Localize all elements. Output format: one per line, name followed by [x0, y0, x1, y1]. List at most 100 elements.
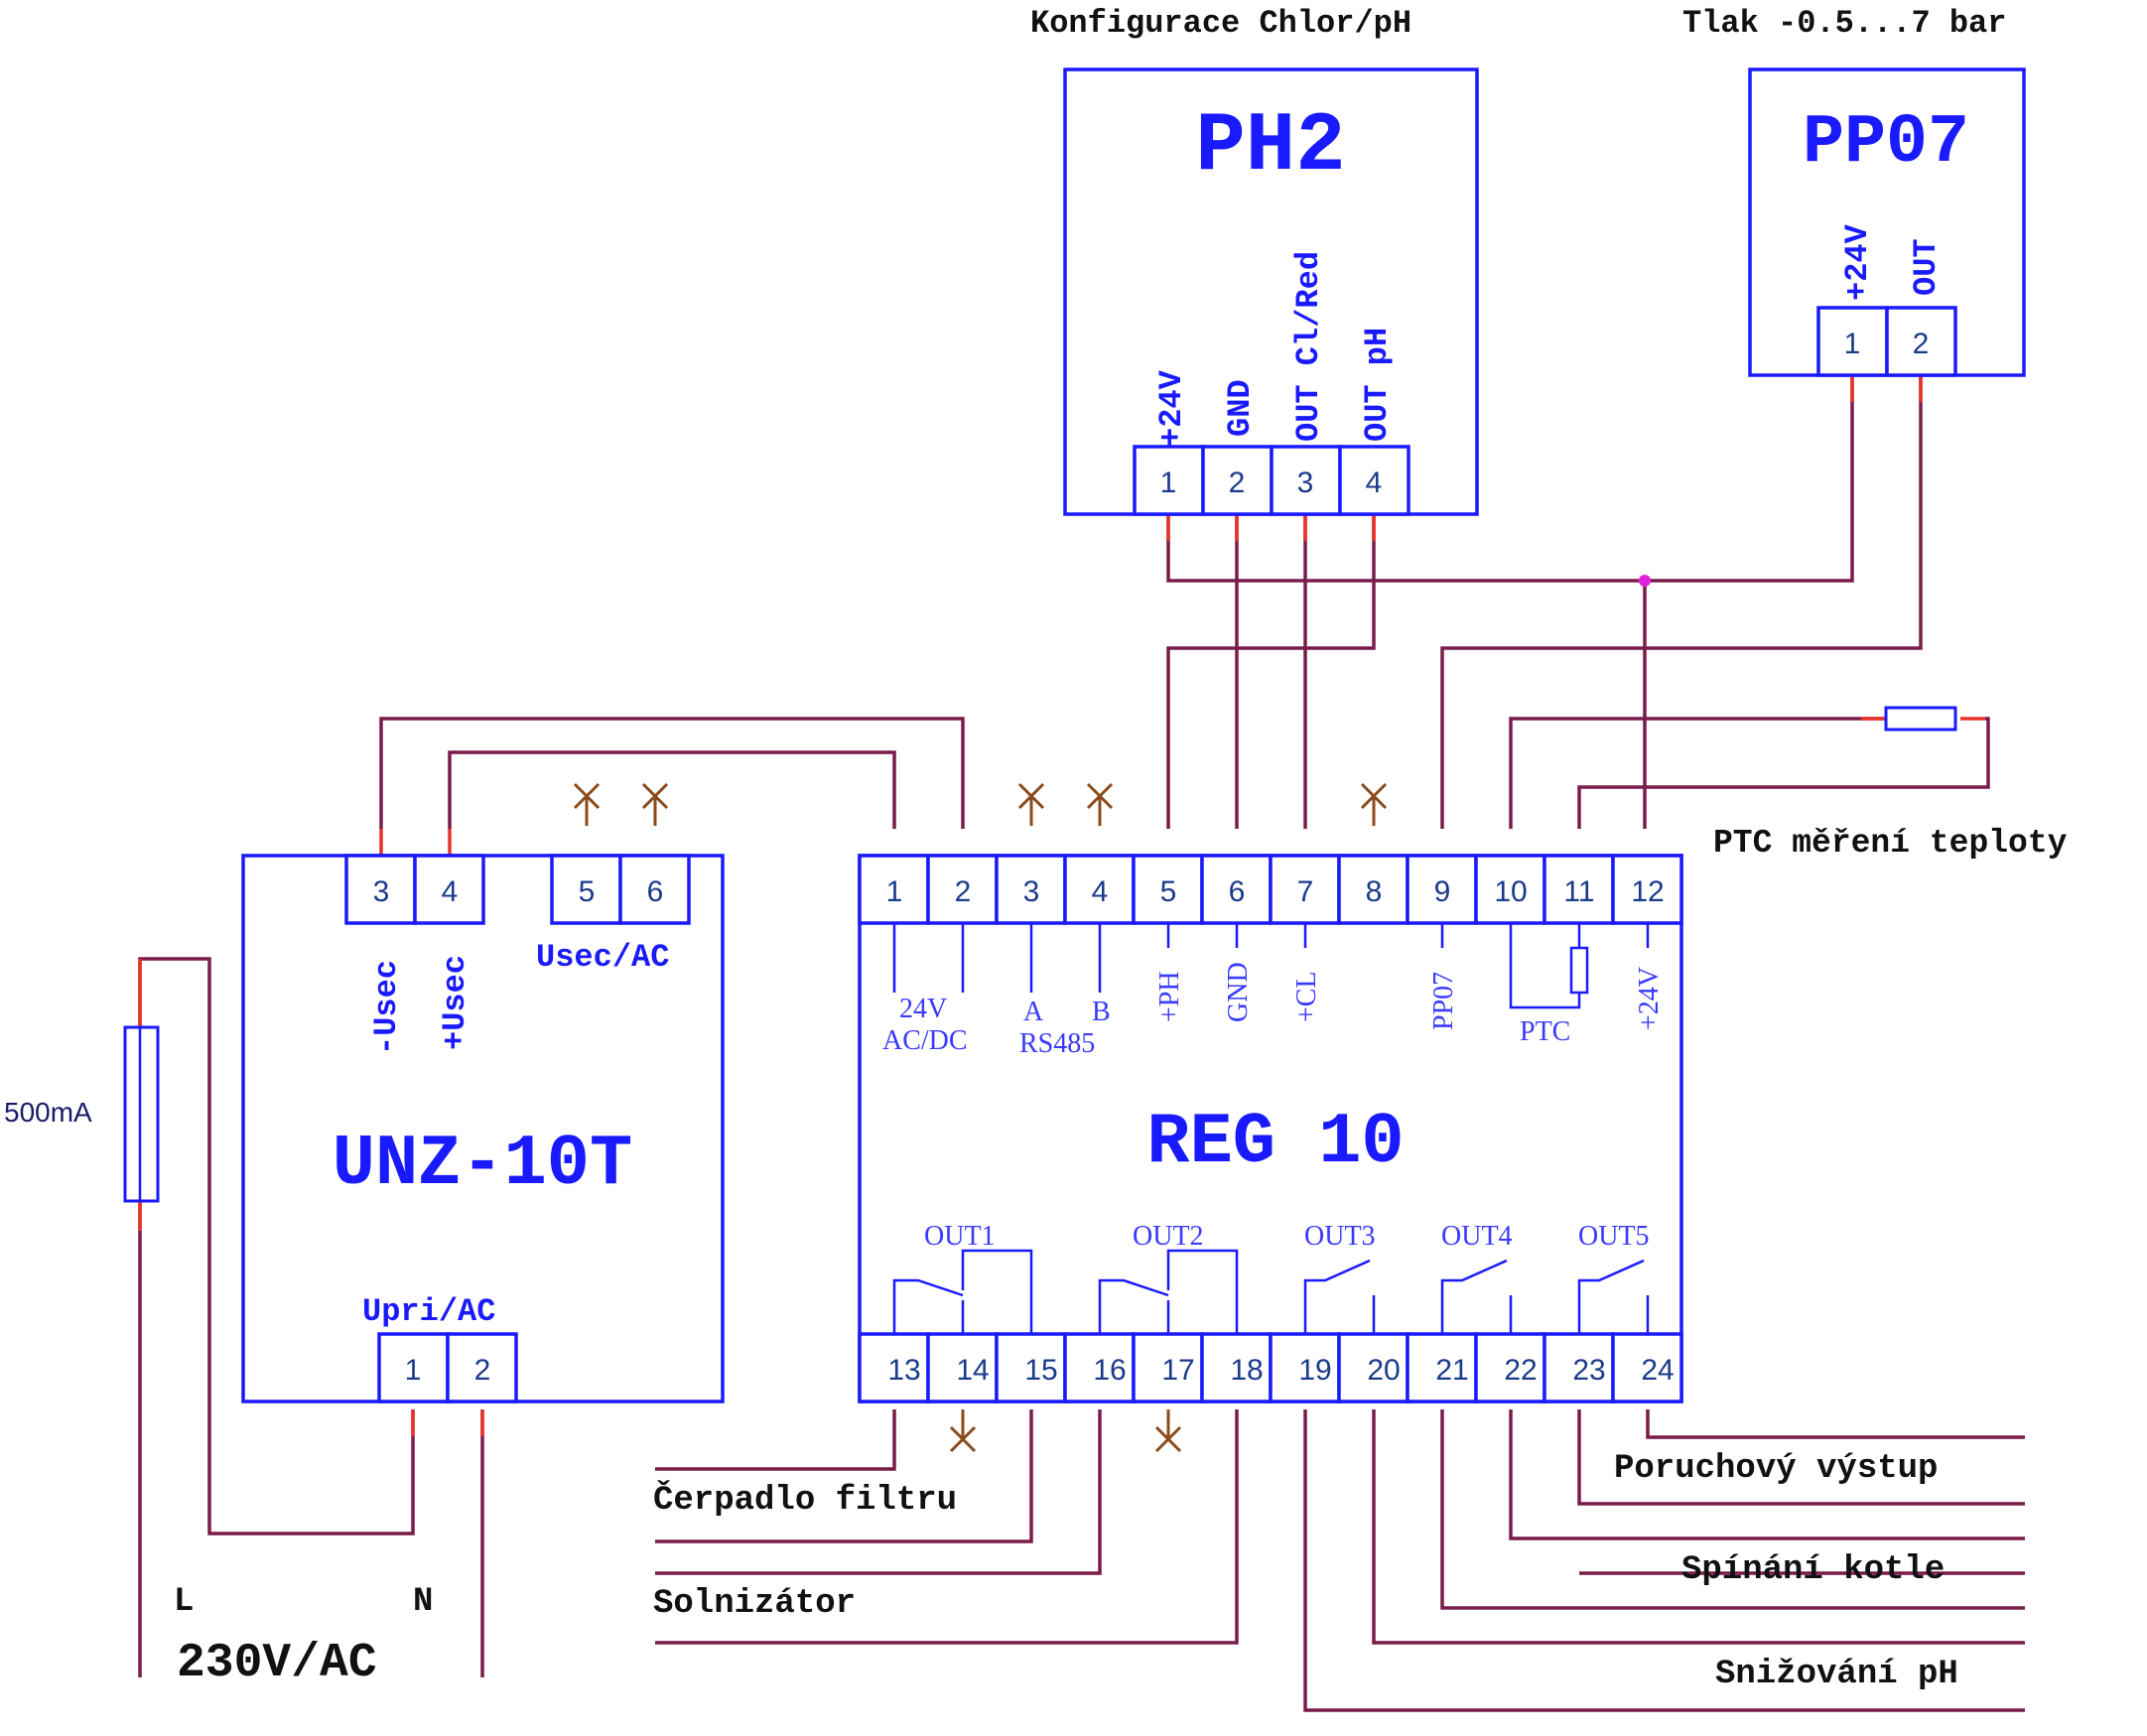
ptc-resistor [1884, 706, 1957, 732]
wire-unz4-reg1 [448, 750, 896, 829]
wire-out-15 [655, 1409, 1033, 1543]
label-fault: Poruchový výstup [1614, 1450, 1938, 1488]
wire-unz3-reg2 [379, 717, 965, 829]
ph2-term-label: 3 [1297, 467, 1314, 499]
wire-ph [1166, 516, 1376, 829]
reg-term [1269, 1332, 1341, 1403]
reg-term-label: 11 [1563, 875, 1594, 908]
junction-dot [1639, 575, 1651, 587]
ph2-term-2 [1201, 445, 1274, 516]
wire-out-16 [655, 1409, 1102, 1575]
unz-usec-ac: Usec/AC [536, 939, 669, 976]
wire-out-21 [1440, 1409, 2025, 1610]
ph2-pin-cl: OUT Cl/Red [1290, 251, 1327, 442]
pp07-module: Tlak -0.5...7 bar PP07 +24V OUT 1 2 [1682, 5, 2026, 377]
pp07-pin-24v: +24V [1839, 223, 1876, 301]
label-salt: Solnizátor [653, 1585, 856, 1623]
reg-rs-a: A [1023, 997, 1044, 1027]
reg-out5: OUT5 [1578, 1221, 1650, 1252]
nc-unz-5 [573, 782, 601, 826]
wire-out-19 [1303, 1409, 2025, 1712]
reg-term-label: 9 [1434, 875, 1451, 908]
unz-term-label: 1 [405, 1354, 422, 1387]
ph2-pin-24v: +24V [1153, 369, 1190, 447]
reg-term-label: 12 [1631, 875, 1664, 908]
reg-term [1132, 854, 1204, 925]
label-mains: 230V/AC [177, 1637, 377, 1690]
ph2-title: PH2 [1195, 100, 1345, 195]
reg-power-2: AC/DC [882, 1025, 968, 1056]
free-labels: PTC měření teploty 500mA L N 230V/AC Čer… [4, 825, 2068, 1693]
reg-term [858, 1332, 930, 1403]
wire-out-23 [1577, 1409, 2025, 1506]
reg-pin-cl: +CL [1291, 971, 1322, 1022]
nc-reg-17 [1154, 1409, 1182, 1453]
ph2-caption: Konfigurace Chlor/pH [1030, 5, 1411, 42]
reg-pin-24v: +24V [1634, 967, 1665, 1030]
reg-term-label: 20 [1367, 1354, 1400, 1387]
reg-term [1543, 1332, 1615, 1403]
pp07-term-2 [1885, 306, 1957, 377]
wire-ptc-a [1509, 717, 1886, 829]
wire-out-24 [1646, 1409, 2025, 1439]
reg-term [1269, 854, 1341, 925]
wire-out-22 [1509, 1409, 2025, 1540]
unz-pin-minus: -Usec [368, 960, 405, 1055]
reg-term [1611, 1332, 1683, 1403]
wire-24v-bus [1166, 377, 1854, 583]
ptc-symbol [1569, 946, 1589, 995]
unz-term-label: 4 [442, 875, 459, 908]
label-l: L [174, 1583, 194, 1621]
ph2-term-label: 2 [1229, 467, 1246, 499]
reg-term-label: 24 [1641, 1354, 1674, 1387]
reg-out4: OUT4 [1441, 1221, 1513, 1252]
label-pump: Čerpadlo filtru [653, 1481, 957, 1520]
wire-out-13 [655, 1409, 896, 1471]
label-boiler: Spínání kotle [1681, 1551, 1945, 1589]
reg-term [858, 854, 930, 925]
reg-pin-gnd: GND [1223, 962, 1254, 1022]
reg-term-label: 21 [1435, 1354, 1468, 1387]
unused-markers [573, 782, 1388, 1453]
reg-term-label: 7 [1297, 875, 1314, 908]
nc-unz-6 [641, 782, 669, 826]
unz-title: UNZ-10T [333, 1124, 632, 1205]
reg-out2: OUT2 [1133, 1221, 1204, 1252]
reg-term-label: 17 [1161, 1354, 1194, 1387]
reg-term [926, 1332, 999, 1403]
nc-reg-14 [949, 1409, 977, 1453]
reg-term-label: 18 [1230, 1354, 1263, 1387]
wire-pp07 [1440, 377, 1923, 829]
label-ph-down: Snižování pH [1715, 1656, 1958, 1693]
reg-term-label: 23 [1572, 1354, 1605, 1387]
pp07-term-label: 2 [1913, 328, 1930, 360]
reg-power-1: 24V [899, 994, 947, 1024]
ph2-pin-gnd: GND [1222, 379, 1259, 437]
reg-out3: OUT3 [1304, 1221, 1376, 1252]
reg-rs485: RS485 [1019, 1028, 1095, 1059]
reg-term [1474, 1332, 1546, 1403]
fuse [123, 1025, 160, 1203]
unz-term-label: 3 [373, 875, 390, 908]
ph2-term-3 [1270, 445, 1342, 516]
unz-module: 3 4 5 6 -Usec +Usec Usec/AC UNZ-10T Upri… [241, 854, 725, 1403]
unz-pin-plus: +Usec [437, 955, 473, 1050]
reg-term [1406, 1332, 1478, 1403]
nc-reg-3 [1017, 782, 1045, 826]
reg-term-label: 8 [1366, 875, 1383, 908]
nc-reg-4 [1086, 782, 1114, 826]
unz-term-label: 2 [474, 1354, 491, 1387]
pp07-term-label: 1 [1844, 328, 1861, 360]
reg-term-label: 5 [1160, 875, 1177, 908]
reg-top-terminals: 1 2 3 4 5 6 7 8 9 10 11 12 [858, 854, 1683, 925]
reg-term-label: 13 [887, 1354, 920, 1387]
unz-term-6 [618, 854, 691, 925]
reg-term-label: 1 [886, 875, 903, 908]
label-n: N [413, 1583, 433, 1621]
pp07-title: PP07 [1803, 104, 1969, 183]
reg-out1: OUT1 [924, 1221, 996, 1252]
unz-term-2 [446, 1332, 518, 1403]
unz-term-label: 5 [579, 875, 596, 908]
reg-term-label: 22 [1504, 1354, 1537, 1387]
